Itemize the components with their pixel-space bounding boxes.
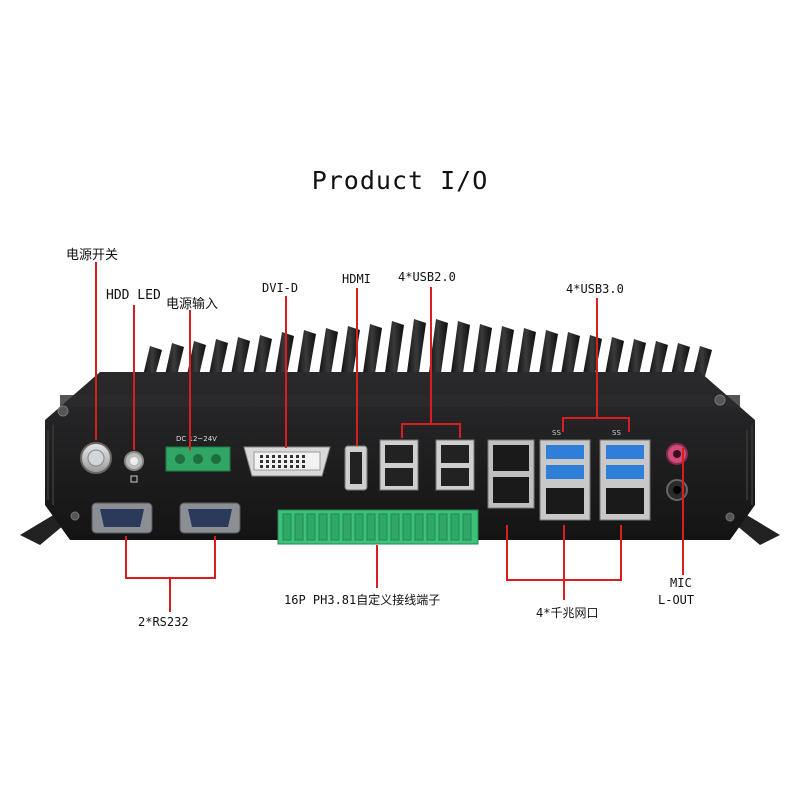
- dvi-pin: [266, 460, 269, 463]
- dvi-pin: [284, 455, 287, 458]
- side-vents: [47, 425, 753, 505]
- callout-lines: [95, 262, 684, 612]
- label-power-switch: 电源开关: [66, 248, 119, 263]
- heatsink-fin: [318, 328, 338, 380]
- dvi-pin: [260, 455, 263, 458]
- ss-label-left: SS: [552, 429, 561, 437]
- dvi-pin: [272, 465, 275, 468]
- heatsink-fin: [230, 337, 250, 380]
- label-hdd-led: HDD LED: [106, 288, 161, 303]
- heatsink-fin: [604, 337, 624, 380]
- dvi-pin: [302, 460, 305, 463]
- terminal-pin: [330, 513, 340, 541]
- label-rs232: 2*RS232: [138, 615, 189, 629]
- heatsink-fins: [142, 319, 712, 380]
- terminal-pin: [366, 513, 376, 541]
- heatsink-fin: [406, 319, 426, 380]
- heatsink-fin: [472, 324, 492, 380]
- dvi-pin: [290, 465, 293, 468]
- terminal-pin: [438, 513, 448, 541]
- dc-label: DC 12~24V: [176, 435, 217, 443]
- heatsink-fin: [560, 332, 580, 380]
- dvi-pin: [290, 460, 293, 463]
- terminal-pin: [402, 513, 412, 541]
- label-usb2: 4*USB2.0: [398, 270, 456, 284]
- heatsink-fin: [142, 346, 162, 380]
- screws: [57, 394, 735, 522]
- terminal-pin: [342, 513, 352, 541]
- dvi-pin: [296, 460, 299, 463]
- dvi-pin: [260, 460, 263, 463]
- heatsink-fin: [516, 328, 536, 380]
- dvi-pin: [278, 455, 281, 458]
- heatsink-fin: [450, 321, 470, 380]
- heatsink-fin: [340, 326, 360, 380]
- heatsink-fin: [362, 324, 382, 380]
- rs232-ports: [91, 502, 241, 534]
- ss-label-right: SS: [612, 429, 621, 437]
- dvi-pin: [260, 465, 263, 468]
- terminal-pin: [390, 513, 400, 541]
- terminal-pin: [294, 513, 304, 541]
- lan-ports-left: [487, 439, 535, 509]
- usb3-lan-stack-2: [599, 439, 651, 521]
- chassis-top-band: [60, 395, 740, 407]
- dvi-pin: [302, 455, 305, 458]
- terminal-pin: [426, 513, 436, 541]
- page-title: Product I/O: [311, 166, 489, 195]
- label-lout: L-OUT: [658, 593, 695, 607]
- dvi-pin: [302, 465, 305, 468]
- usb3-lan-stack-1: [539, 439, 591, 521]
- dvi-pin: [284, 460, 287, 463]
- heatsink-fin: [692, 346, 712, 380]
- terminal-pin: [318, 513, 328, 541]
- usb2-ports: [379, 439, 475, 491]
- terminal-pin: [414, 513, 424, 541]
- label-power-input: 电源输入: [166, 297, 219, 312]
- heatsink-fin: [164, 343, 184, 380]
- terminal-pin: [450, 513, 460, 541]
- heatsink-fin: [538, 330, 558, 380]
- dvi-pin: [272, 460, 275, 463]
- heatsink-fin: [296, 330, 316, 380]
- label-usb3: 4*USB3.0: [566, 282, 624, 296]
- label-lan: 4*千兆网口: [536, 606, 599, 620]
- dvi-pin: [278, 465, 281, 468]
- terminal-pin: [282, 513, 292, 541]
- label-mic: MIC: [670, 576, 692, 590]
- label-dvi: DVI-D: [262, 281, 299, 295]
- label-hdmi: HDMI: [342, 272, 371, 286]
- terminal-pin: [354, 513, 364, 541]
- heatsink-fin: [494, 326, 514, 380]
- heatsink-fin: [626, 339, 646, 380]
- dvi-pin: [266, 455, 269, 458]
- dvi-pin: [272, 455, 275, 458]
- heatsink-fin: [252, 335, 272, 380]
- heatsink-fin: [670, 343, 690, 380]
- terminal-block-16p: [277, 509, 479, 545]
- label-terminal: 16P PH3.81自定义接线端子: [284, 593, 441, 607]
- dvi-pin: [266, 465, 269, 468]
- heatsink-fin: [648, 341, 668, 380]
- dvi-pin: [284, 465, 287, 468]
- terminal-pin: [378, 513, 388, 541]
- dvi-pin: [278, 460, 281, 463]
- dvi-pin: [296, 455, 299, 458]
- heatsink-fin: [428, 319, 448, 380]
- heatsink-fin: [384, 321, 404, 380]
- terminal-pin: [462, 513, 472, 541]
- terminal-pin: [306, 513, 316, 541]
- heatsink-fin: [274, 332, 294, 380]
- heatsink-fin: [208, 339, 228, 380]
- dvi-pin: [296, 465, 299, 468]
- dvi-pin: [290, 455, 293, 458]
